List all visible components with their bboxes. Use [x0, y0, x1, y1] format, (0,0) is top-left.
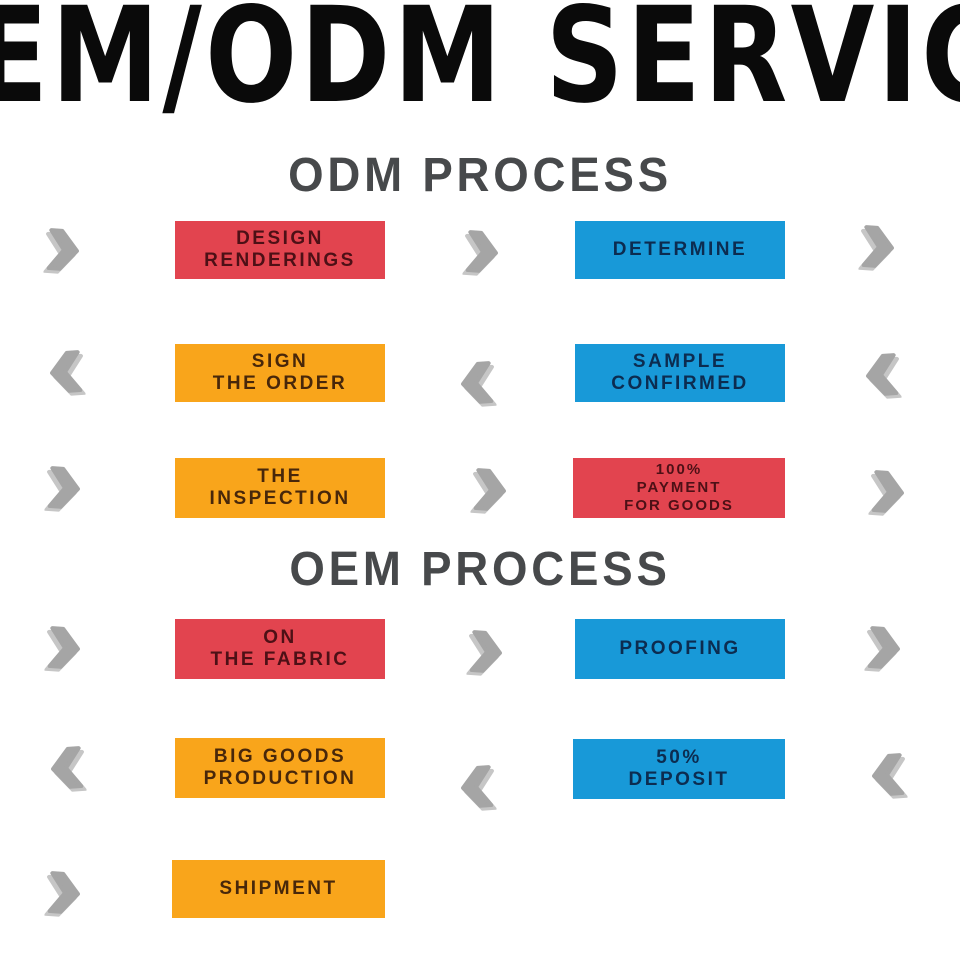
page-title: OEM/ODM SERVICE [0, 0, 960, 133]
process-step-box: THE INSPECTION [175, 458, 385, 518]
chevron-right-icon [43, 624, 85, 673]
chevron-left-icon [456, 359, 498, 408]
section-heading-oem: OEM PROCESS [289, 543, 671, 596]
chevron-right-icon [867, 468, 909, 517]
process-step-box: SIGN THE ORDER [175, 344, 385, 402]
chevron-right-icon [461, 228, 503, 277]
section-heading-odm: ODM PROCESS [288, 149, 672, 202]
chevron-right-icon [469, 466, 511, 515]
chevron-left-icon [867, 751, 909, 800]
chevron-right-icon [863, 624, 905, 673]
chevron-right-icon [465, 628, 507, 677]
process-step-box: SAMPLE CONFIRMED [575, 344, 785, 402]
process-step-box: SHIPMENT [172, 860, 385, 918]
process-step-box: PROOFING [575, 619, 785, 679]
chevron-left-icon [861, 351, 903, 400]
process-step-box: ON THE FABRIC [175, 619, 385, 679]
process-step-box: 50% DEPOSIT [573, 739, 785, 799]
process-step-box: 100% PAYMENT FOR GOODS [573, 458, 785, 518]
chevron-right-icon [857, 223, 899, 272]
chevron-right-icon [42, 226, 84, 275]
chevron-right-icon [43, 464, 85, 513]
process-step-box: BIG GOODS PRODUCTION [175, 738, 385, 798]
chevron-left-icon [45, 348, 87, 397]
chevron-right-icon [43, 869, 85, 918]
chevron-left-icon [46, 744, 88, 793]
process-step-box: DETERMINE [575, 221, 785, 279]
process-step-box: DESIGN RENDERINGS [175, 221, 385, 279]
chevron-left-icon [456, 763, 498, 812]
